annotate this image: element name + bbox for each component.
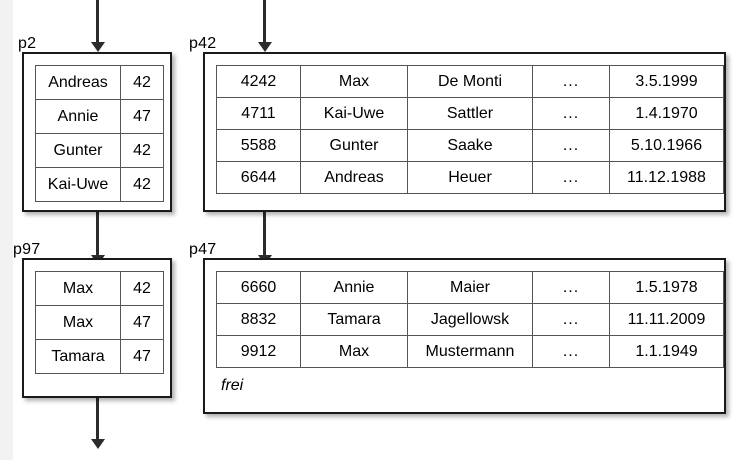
arrow-into-p2 xyxy=(96,0,99,43)
table-row: Max 47 xyxy=(35,305,164,340)
cell-firstname: Max xyxy=(300,335,408,368)
bucket-p47: 6660 Annie Maier ... 1.5.1978 8832 Tamar… xyxy=(203,258,726,414)
cell-firstname: Andreas xyxy=(300,161,408,194)
arrow-p2-to-p97 xyxy=(96,212,99,256)
cell-firstname: Gunter xyxy=(300,129,408,162)
cell-date: 1.1.1949 xyxy=(609,335,724,368)
cell-value: 47 xyxy=(120,305,164,340)
page-margin-strip xyxy=(0,0,13,460)
table-row: 4711 Kai-Uwe Sattler ... 1.4.1970 xyxy=(216,97,724,130)
table-row: 6644 Andreas Heuer ... 11.12.1988 xyxy=(216,161,724,194)
cell-firstname: Annie xyxy=(300,271,408,304)
cell-lastname: Mustermann xyxy=(407,335,533,368)
bucket-label-p2: p2 xyxy=(18,35,37,52)
table-row: 5588 Gunter Saake ... 5.10.1966 xyxy=(216,129,724,162)
cell-id: 6660 xyxy=(216,271,301,304)
bucket-label-p97: p97 xyxy=(13,241,41,258)
cell-name: Gunter xyxy=(35,133,121,168)
cell-more: ... xyxy=(532,97,610,130)
cell-more: ... xyxy=(532,335,610,368)
cell-firstname: Tamara xyxy=(300,303,408,336)
cell-more: ... xyxy=(532,271,610,304)
cell-name: Tamara xyxy=(35,339,121,374)
cell-date: 1.5.1978 xyxy=(609,271,724,304)
table-p97: Max 42 Max 47 Tamara 47 xyxy=(35,271,164,374)
cell-name: Max xyxy=(35,271,121,306)
table-row: Tamara 47 xyxy=(35,339,164,374)
bucket-p2: Andreas 42 Annie 47 Gunter 42 Kai-Uwe 42 xyxy=(22,52,172,212)
cell-date: 5.10.1966 xyxy=(609,129,724,162)
cell-id: 4242 xyxy=(216,65,301,98)
cell-lastname: Jagellowsk xyxy=(407,303,533,336)
arrow-p42-to-p47 xyxy=(263,212,266,256)
table-row: 4242 Max De Monti ... 3.5.1999 xyxy=(216,65,724,98)
table-row: Kai-Uwe 42 xyxy=(35,167,164,202)
cell-value: 42 xyxy=(120,167,164,202)
cell-lastname: De Monti xyxy=(407,65,533,98)
bucket-label-p47: p47 xyxy=(189,241,217,258)
arrow-out-of-p97 xyxy=(96,398,99,440)
cell-id: 4711 xyxy=(216,97,301,130)
cell-name: Kai-Uwe xyxy=(35,167,121,202)
cell-more: ... xyxy=(532,65,610,98)
table-row: 9912 Max Mustermann ... 1.1.1949 xyxy=(216,335,724,368)
cell-date: 3.5.1999 xyxy=(609,65,724,98)
cell-more: ... xyxy=(532,129,610,162)
bucket-p42: 4242 Max De Monti ... 3.5.1999 4711 Kai-… xyxy=(203,52,726,212)
table-p2: Andreas 42 Annie 47 Gunter 42 Kai-Uwe 42 xyxy=(35,65,164,202)
cell-lastname: Heuer xyxy=(407,161,533,194)
table-row: 8832 Tamara Jagellowsk ... 11.11.2009 xyxy=(216,303,724,336)
cell-more: ... xyxy=(532,303,610,336)
bucket-label-p42: p42 xyxy=(189,35,217,52)
cell-name: Andreas xyxy=(35,65,121,100)
cell-date: 1.4.1970 xyxy=(609,97,724,130)
free-space-label: frei xyxy=(221,377,244,394)
cell-name: Max xyxy=(35,305,121,340)
cell-value: 42 xyxy=(120,271,164,306)
table-p47: 6660 Annie Maier ... 1.5.1978 8832 Tamar… xyxy=(216,271,724,368)
cell-id: 8832 xyxy=(216,303,301,336)
table-p42: 4242 Max De Monti ... 3.5.1999 4711 Kai-… xyxy=(216,65,724,194)
cell-value: 47 xyxy=(120,339,164,374)
table-row: Annie 47 xyxy=(35,99,164,134)
arrow-into-p42 xyxy=(263,0,266,43)
cell-more: ... xyxy=(532,161,610,194)
table-row: Max 42 xyxy=(35,271,164,306)
bucket-p97: Max 42 Max 47 Tamara 47 xyxy=(22,258,172,398)
cell-lastname: Saake xyxy=(407,129,533,162)
cell-lastname: Maier xyxy=(407,271,533,304)
cell-lastname: Sattler xyxy=(407,97,533,130)
cell-id: 9912 xyxy=(216,335,301,368)
cell-firstname: Kai-Uwe xyxy=(300,97,408,130)
cell-firstname: Max xyxy=(300,65,408,98)
cell-id: 6644 xyxy=(216,161,301,194)
cell-value: 42 xyxy=(120,65,164,100)
table-row: Andreas 42 xyxy=(35,65,164,100)
cell-value: 42 xyxy=(120,133,164,168)
cell-id: 5588 xyxy=(216,129,301,162)
cell-value: 47 xyxy=(120,99,164,134)
cell-date: 11.11.2009 xyxy=(609,303,724,336)
table-row: Gunter 42 xyxy=(35,133,164,168)
cell-date: 11.12.1988 xyxy=(609,161,724,194)
cell-name: Annie xyxy=(35,99,121,134)
table-row: 6660 Annie Maier ... 1.5.1978 xyxy=(216,271,724,304)
